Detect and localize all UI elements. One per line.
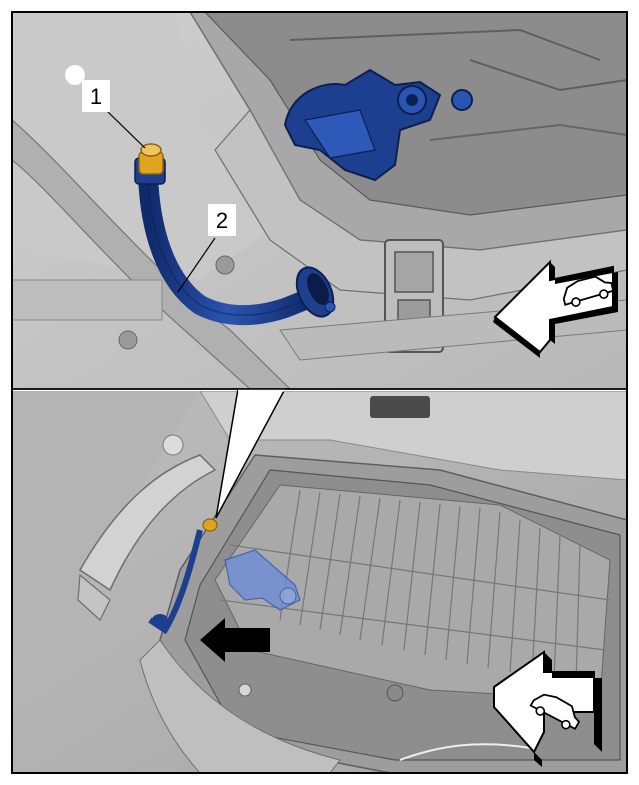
callout-2-leader	[177, 237, 216, 293]
battery-terminal-overview	[224, 549, 301, 611]
vent-hose-outlet	[295, 266, 336, 318]
direction-of-travel-icon	[493, 650, 602, 767]
callout-1: 1	[82, 80, 110, 112]
battery-terminal-clamp	[283, 68, 473, 182]
callout-2: 2	[208, 204, 236, 236]
callout-2-number: 2	[216, 208, 228, 233]
top-detail-panel: 1 2	[12, 12, 627, 389]
callout-1-leader	[107, 111, 146, 149]
overview-panel	[12, 391, 627, 773]
bleeder-fitting	[134, 143, 166, 185]
battery-cell-ribs	[219, 489, 611, 685]
direction-of-travel-icon	[493, 259, 618, 358]
bleeder-fitting-overview	[202, 518, 218, 532]
callout-1-number: 1	[90, 84, 102, 109]
vent-hose-overview	[148, 529, 203, 635]
location-arrow-icon	[200, 618, 270, 662]
car-icon	[562, 275, 615, 307]
outer-frame	[11, 11, 628, 774]
car-icon	[529, 693, 581, 730]
